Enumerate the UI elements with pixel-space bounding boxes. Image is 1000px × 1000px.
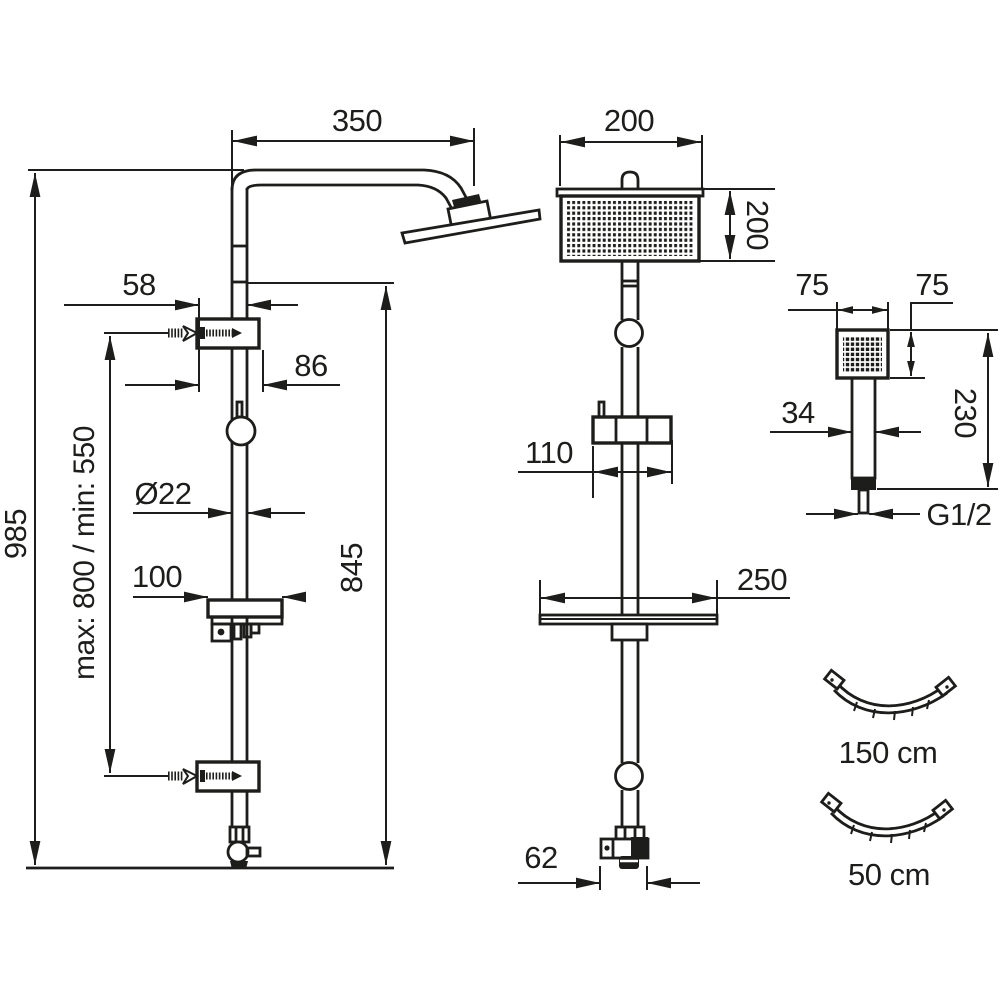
short-hose	[820, 791, 954, 845]
upper-knob-front	[614, 318, 644, 348]
shower-arm	[230, 168, 470, 210]
column-height-label: 845	[334, 543, 369, 593]
inlet-valve-front	[599, 825, 650, 869]
rain-head-nozzles	[567, 201, 693, 256]
hand-shower-view: 75 75 34 230 G1/2	[770, 267, 998, 532]
mount-range-label: max: 800 / min: 550	[68, 426, 101, 680]
hand-shower	[835, 328, 890, 515]
riser-pipe	[230, 188, 249, 827]
overall-height-label: 985	[0, 509, 33, 559]
head-stub	[620, 170, 640, 190]
front-view: 200 200	[518, 103, 790, 890]
lower-knob-front	[614, 761, 644, 791]
rain-head-height-label: 200	[740, 200, 775, 250]
hand-length-label: 230	[948, 388, 983, 438]
pipe-diameter-label: Ø22	[134, 476, 191, 511]
long-hose	[823, 668, 957, 722]
rain-head-width-label: 200	[604, 103, 654, 138]
side-view: 985 max: 800 / min: 550 58 86	[0, 168, 542, 870]
hand-shower-nozzles	[843, 336, 882, 372]
thread-size-label: G1/2	[926, 497, 991, 532]
upper-wall-bracket	[168, 317, 261, 350]
inlet-valve-side	[226, 825, 262, 869]
soap-dish-side	[206, 598, 284, 643]
hand-width-label: 75	[795, 267, 828, 302]
slider-bracket-front	[591, 400, 673, 445]
upper-bracket-offset-label: 58	[122, 267, 155, 302]
hoses: 150 cm 50 cm	[820, 668, 957, 892]
soap-dish-depth-label: 100	[132, 559, 182, 594]
slider-width-label: 110	[525, 435, 573, 470]
short-hose-label: 50 cm	[848, 857, 930, 892]
rain-head-front	[555, 187, 705, 263]
lower-wall-bracket	[168, 760, 261, 793]
diverter-knob-side	[225, 400, 257, 447]
arm-reach-dimension: 350	[231, 103, 475, 190]
long-hose-label: 150 cm	[839, 735, 938, 770]
handle-width-label: 34	[781, 395, 815, 430]
shelf-width-label: 250	[737, 562, 787, 597]
rain-head-side	[400, 194, 542, 245]
upper-bracket-width-label: 86	[294, 348, 327, 383]
valve-width-label: 62	[524, 840, 557, 875]
shelf-front	[538, 613, 719, 642]
hand-face-height-label: 75	[915, 267, 948, 302]
arm-reach-label: 350	[332, 103, 382, 138]
